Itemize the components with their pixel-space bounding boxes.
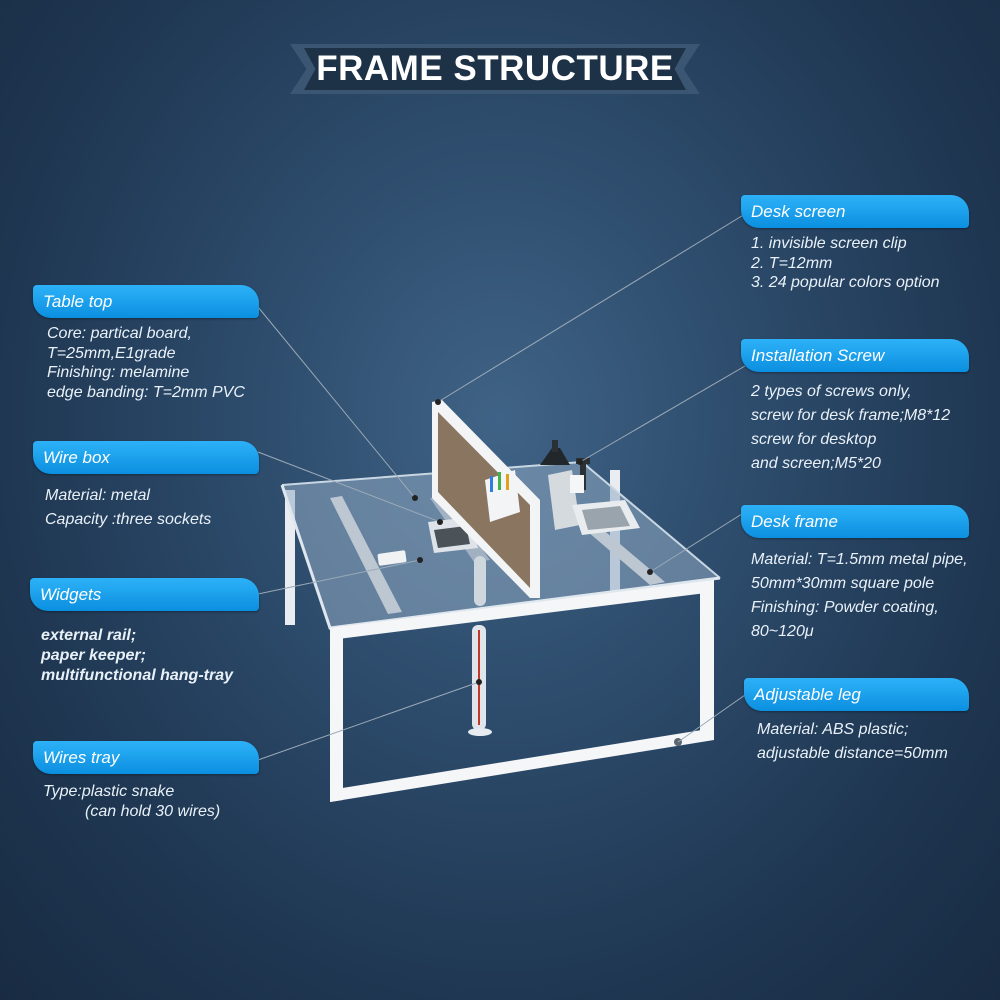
desc-widgets: external rail; paper keeper; multifuncti… (41, 627, 233, 684)
title-banner: FRAME STRUCTURE (290, 44, 700, 94)
leader-dots (412, 399, 653, 685)
desc-wires-tray: Type:plastic snake (can hold 30 wires) (43, 783, 221, 820)
label-widgets: Widgets (30, 578, 259, 611)
front-frame (330, 580, 714, 802)
wires-tray (468, 556, 492, 736)
label-installation-screw: Installation Screw (741, 339, 969, 372)
desk-screen (432, 400, 540, 598)
page-title: FRAME STRUCTURE (316, 49, 674, 88)
laptop (548, 470, 640, 535)
label-desk-screen: Desk screen (741, 195, 969, 228)
desc-wire-box: Material: metal Capacity :three sockets (45, 487, 212, 528)
desc-desk-screen: 1. invisible screen clip 2. T=12mm 3. 24… (751, 235, 940, 291)
desc-adjustable-leg: Material: ABS plastic; adjustable distan… (757, 721, 948, 762)
label-table-top: Table top (33, 285, 259, 318)
label-desk-frame: Desk frame (741, 505, 969, 538)
label-wire-box: Wire box (33, 441, 259, 474)
label-adjustable-leg: Adjustable leg (744, 678, 969, 711)
label-wires-tray: Wires tray (33, 741, 259, 774)
desc-desk-frame: Material: T=1.5mm metal pipe, 50mm*30mm … (751, 551, 968, 640)
desc-table-top: Core: partical board, T=25mm,E1grade Fin… (47, 325, 245, 401)
desc-installation-screw: 2 types of screws only, screw for desk f… (751, 383, 951, 472)
installation-screw (540, 440, 590, 493)
leader-lines (257, 213, 746, 761)
